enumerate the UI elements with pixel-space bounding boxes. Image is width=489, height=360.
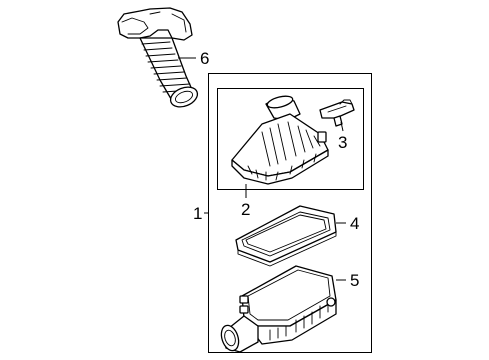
mass-airflow-sensor-icon[interactable] (319, 99, 355, 127)
leader-line-3 (340, 121, 344, 132)
upper-parts-frame (217, 88, 364, 190)
upper-cover-icon[interactable] (231, 94, 329, 185)
callout-6: 6 (200, 49, 209, 68)
filter-element-icon[interactable] (235, 205, 337, 267)
assembly-frame (208, 73, 372, 353)
callout-3: 3 (338, 133, 347, 152)
lower-housing-icon[interactable] (218, 265, 337, 353)
callout-4: 4 (350, 214, 359, 233)
intake-duct-hose-icon[interactable] (117, 7, 200, 111)
callout-2: 2 (241, 200, 250, 219)
callout-1: 1 (193, 204, 202, 223)
callout-5: 5 (350, 271, 359, 290)
